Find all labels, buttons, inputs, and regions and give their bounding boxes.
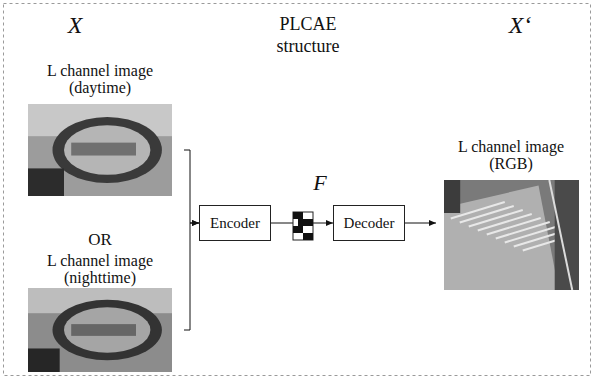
photo-rgb <box>444 180 579 290</box>
or-label: OR <box>60 230 140 250</box>
output-symbol: X‘ <box>498 12 542 39</box>
image-node: L channel image (RGB) <box>436 138 586 290</box>
photo-night <box>28 288 172 372</box>
image-caption: L channel image (nighttime) <box>16 252 184 286</box>
process-box: Decoder <box>333 205 405 241</box>
image-node: L channel image (nighttime) <box>16 252 184 372</box>
box-label: Encoder <box>210 215 260 232</box>
flow-arrow <box>405 223 436 224</box>
diagram-title: PLCAE structure <box>248 13 368 57</box>
image-node: L channel image (daytime) <box>16 62 184 196</box>
input-symbol: X <box>55 12 95 39</box>
flow-arrow <box>184 223 199 330</box>
feature-symbol: F <box>308 170 332 196</box>
box-label: Decoder <box>344 215 395 232</box>
image-caption: L channel image (daytime) <box>16 62 184 96</box>
image-caption: L channel image (RGB) <box>436 138 586 172</box>
flow-arrow <box>184 150 199 223</box>
photo-day <box>28 104 172 196</box>
process-box: Encoder <box>199 205 271 241</box>
